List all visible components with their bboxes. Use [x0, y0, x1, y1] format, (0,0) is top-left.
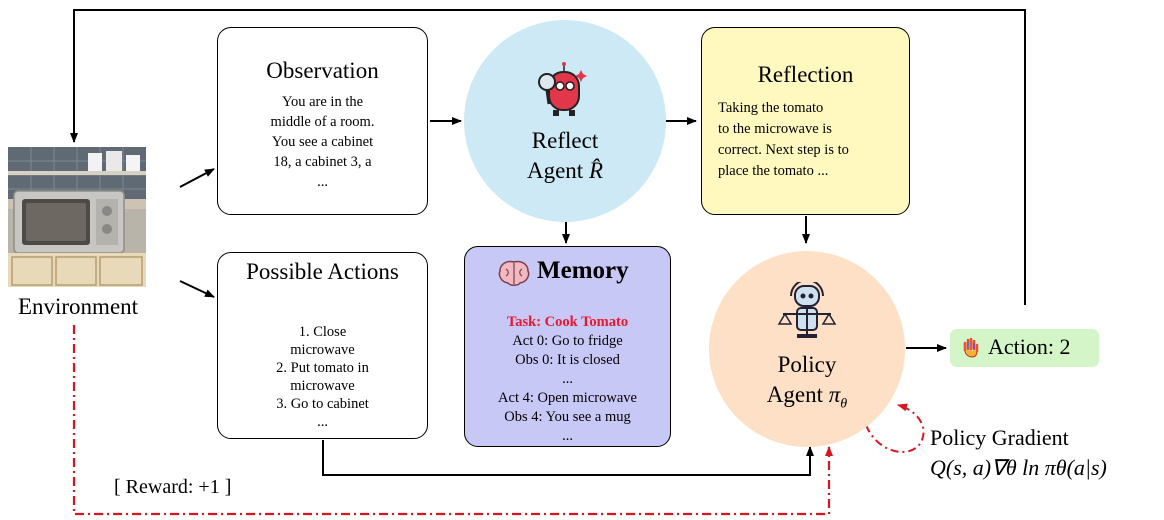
observation-line: ...: [317, 174, 328, 190]
reflection-line: place the tomato ...: [718, 163, 829, 179]
observation-line: You are in the: [281, 94, 364, 110]
reflect-agent-label: Reflect Agent R̂: [464, 126, 666, 186]
kitchen-microwave-image: [8, 147, 146, 287]
action-option: 2. Put tomato in: [276, 360, 369, 376]
reward-label: [ Reward: +1 ]: [114, 476, 232, 498]
possible-actions-title: Possible Actions: [246, 259, 399, 284]
observation-title: Observation: [266, 58, 379, 83]
reflection-box: Reflection Taking the tomato to the micr…: [701, 27, 910, 215]
memory-line: Act 4: Open microwave: [498, 390, 637, 406]
memory-task: Task: Cook Tomato: [506, 314, 629, 330]
memory-line: Obs 4: You see a mug: [504, 409, 631, 425]
environment-label: Environment: [17, 294, 139, 319]
memory-line: Act 0: Go to fridge: [512, 333, 623, 349]
memory-line: Obs 0: It is closed: [515, 352, 620, 368]
reflection-line: correct. Next step is to: [718, 142, 849, 158]
memory-title: Memory: [537, 257, 629, 284]
policy-gradient-arrow: [865, 403, 925, 453]
observation-line: You see a cabinet: [271, 134, 374, 150]
reward-arrow: [72, 325, 833, 516]
memory-box: Memory Task: Cook Tomato Act 0: Go to fr…: [464, 246, 671, 447]
action-option: ...: [317, 414, 328, 430]
reflection-line: to the microwave is: [718, 121, 832, 137]
feedback-loop-arrow: [70, 9, 1026, 305]
env-to-observation-arrow: [179, 168, 215, 188]
observation-line: middle of a room.: [270, 114, 375, 130]
policy-gradient-formula: Q(s, a)∇θ ln πθ(a|s): [930, 455, 1107, 480]
robot-magnifier-icon: [538, 62, 587, 116]
reflection-line: Taking the tomato: [718, 100, 824, 116]
policy-agent-symbol: π: [828, 382, 841, 407]
reflect-agent-line2: Agent R̂: [464, 156, 666, 186]
reflect-agent-symbol: R̂: [588, 158, 604, 183]
env-to-actions-arrow: [179, 280, 215, 298]
observation-box: Observation You are in the middle of a r…: [217, 27, 428, 215]
policy-agent-subscript: θ: [840, 396, 848, 412]
policy-agent-label: Policy Agent πθ: [709, 350, 905, 420]
observation-text: You are in the middle of a room. You see…: [218, 92, 427, 192]
policy-agent-line2: Agent πθ: [709, 380, 905, 420]
policy-gradient-title: Policy Gradient: [930, 425, 1069, 450]
hand-icon: [963, 338, 979, 358]
action-option: microwave: [290, 342, 355, 358]
policy-agent-word: Agent: [766, 382, 824, 407]
memory-line: ...: [562, 371, 573, 387]
policy-agent-line1: Policy: [777, 352, 837, 377]
possible-actions-box: Possible Actions 1. Close microwave 2. P…: [217, 252, 428, 439]
observation-line: 18, a cabinet 3, a: [273, 154, 372, 170]
robot-scale-icon: [777, 282, 837, 338]
action-badge: Action: 2: [950, 329, 1099, 367]
action-label: Action: 2: [988, 334, 1071, 359]
actions-to-policy-arrow: [322, 440, 814, 476]
action-option: microwave: [290, 378, 355, 394]
policy-agent-circle: [709, 251, 905, 447]
action-option: 1. Close: [298, 324, 347, 340]
reflection-text: Taking the tomato to the microwave is co…: [718, 98, 899, 182]
reflect-agent-circle: [464, 20, 666, 222]
reflect-agent-word: Agent: [526, 158, 584, 183]
brain-icon: [498, 260, 530, 286]
reflection-title: Reflection: [757, 62, 854, 87]
memory-line: ...: [562, 428, 573, 444]
action-option: 3. Go to cabinet: [276, 396, 369, 412]
memory-log: Task: Cook Tomato Act 0: Go to fridge Ob…: [465, 313, 670, 446]
reflect-agent-line1: Reflect: [531, 128, 599, 153]
possible-actions-list: 1. Close microwave 2. Put tomato in micr…: [218, 323, 427, 431]
